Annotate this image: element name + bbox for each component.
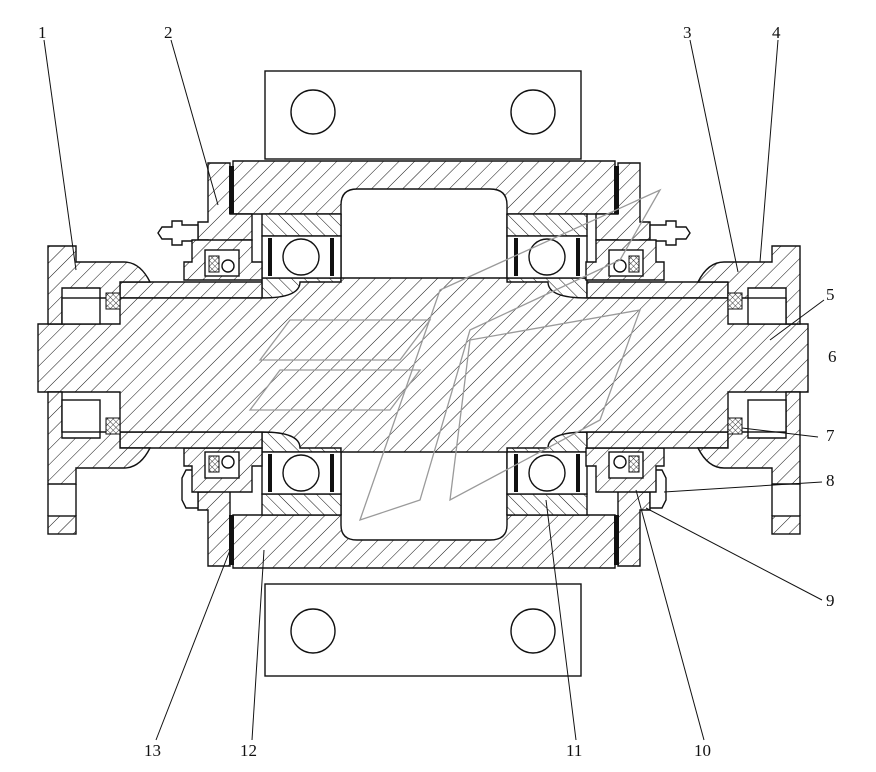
flange-left: [47, 245, 152, 535]
seal-housing-lower-left: [183, 447, 263, 493]
label-11: 11: [566, 741, 582, 760]
label-6: 6: [828, 347, 837, 366]
seal-housing-lower-right: [585, 447, 665, 493]
label-7: 7: [826, 426, 835, 445]
flange-right: [696, 245, 801, 535]
label-12: 12: [240, 741, 257, 760]
lower-bracket: [264, 583, 582, 677]
label-2: 2: [164, 23, 173, 42]
label-4: 4: [772, 23, 781, 42]
ball-bearing-lower-right: [506, 451, 588, 495]
label-8: 8: [826, 471, 835, 490]
seal-housing-upper-left: [183, 239, 263, 281]
label-10: 10: [694, 741, 711, 760]
ball-bearing-upper-left: [261, 235, 342, 279]
label-9: 9: [826, 591, 835, 610]
label-13: 13: [144, 741, 161, 760]
gasket-part-13: [229, 166, 619, 565]
leader-lines: [43, 39, 825, 741]
grease-nipple-left: [157, 220, 199, 246]
seal-housing-upper-right: [585, 239, 665, 281]
shaft-part-6: [37, 277, 809, 453]
ball-bearing-lower-left: [261, 451, 342, 495]
label-1: 1: [38, 23, 47, 42]
watermark-logo: [248, 188, 662, 522]
shaft-tube: [119, 281, 729, 449]
label-5: 5: [826, 285, 835, 304]
ball-bearing-upper-right: [506, 235, 588, 279]
part-labels: 1 2 3 4 5 6 7 8 9 10 11 12 13: [38, 23, 837, 760]
upper-bracket: [264, 70, 582, 160]
label-3: 3: [683, 23, 692, 42]
grease-nipple-right: [649, 220, 691, 246]
